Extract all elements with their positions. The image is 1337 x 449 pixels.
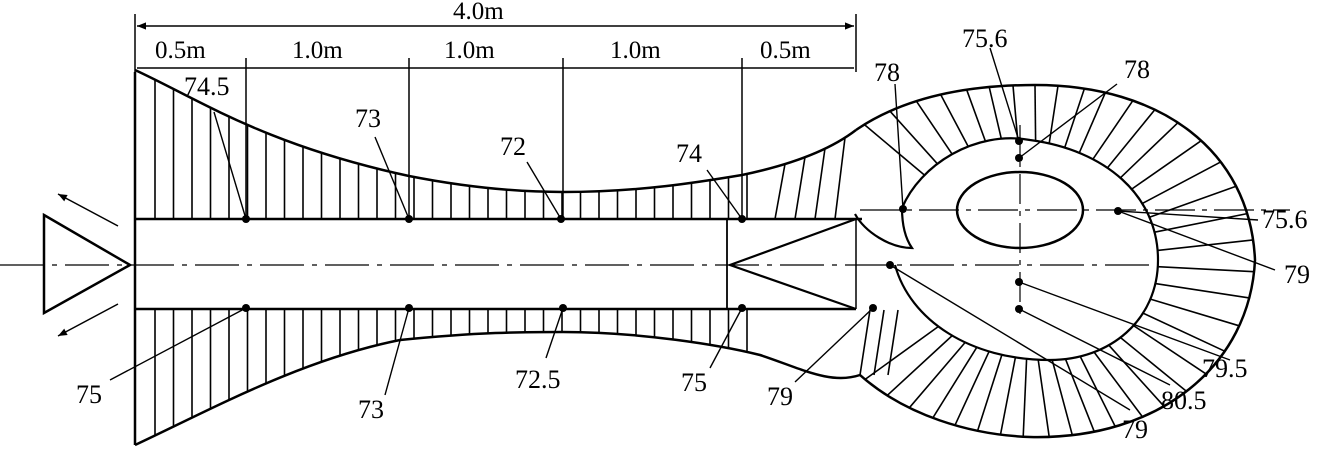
label-79-right: 79 (1284, 260, 1310, 289)
hatch-line (988, 86, 1003, 139)
label-72-5: 72.5 (515, 365, 561, 394)
hatch-line (774, 163, 786, 220)
hatch-line (1092, 100, 1134, 160)
hatch-line (1142, 312, 1226, 352)
hatch-line (794, 156, 806, 220)
label-75-6-right: 75.6 (1262, 205, 1308, 234)
label-80-5: 80.5 (1161, 386, 1207, 415)
hatch-line (1093, 351, 1144, 418)
hatch-line (1119, 336, 1187, 392)
fan-symbol (42, 193, 133, 337)
label-75-6-top: 75.6 (962, 24, 1008, 53)
label-74-5: 74.5 (184, 72, 230, 101)
hatch-line (1157, 265, 1255, 273)
label-78-left: 78 (874, 58, 900, 87)
hatch-line (1141, 161, 1222, 205)
hatch-line (1150, 298, 1240, 327)
hatch-line (1155, 282, 1250, 299)
label-75-left: 75 (76, 380, 102, 409)
hatch-line (814, 148, 826, 220)
label-79-bottom: 79 (767, 382, 793, 411)
hatch-line (864, 325, 939, 381)
hatch-line (886, 335, 953, 396)
dimension-lines (134, 14, 857, 220)
dim-seg-1: 0.5m (155, 37, 206, 64)
hatch-line (859, 309, 871, 376)
hatch-line (954, 351, 990, 426)
hatch-line (863, 123, 926, 176)
hatch-line (1154, 212, 1248, 233)
hatch-line (873, 309, 885, 376)
label-74: 74 (676, 139, 702, 168)
hatch-line (1022, 358, 1028, 437)
hatch-line (1131, 140, 1202, 190)
hatch-line (965, 89, 987, 142)
hatch-line (834, 137, 846, 220)
hatch-line (1078, 92, 1107, 154)
label-72: 72 (500, 132, 526, 161)
hatch-line (1133, 324, 1207, 375)
hatch-line (1108, 344, 1165, 407)
hatch-line (932, 346, 978, 419)
hatch-bottom (154, 309, 899, 436)
hatch-line (1063, 88, 1086, 148)
duct-body (0, 72, 1150, 445)
label-75-bottom: 75 (681, 368, 707, 397)
hatch-line (976, 354, 1003, 432)
dimension-ticks (245, 58, 743, 220)
hatch-line (1064, 358, 1096, 432)
hatch-line (1149, 185, 1237, 219)
hatch-line (939, 94, 969, 147)
hatch-top (154, 79, 846, 220)
pressure-envelope (134, 68, 1290, 447)
label-73-bottom: 73 (358, 395, 384, 424)
label-73-top: 73 (355, 104, 381, 133)
hatch-line (999, 357, 1017, 435)
hatch-line (908, 341, 966, 409)
hatch-line (887, 309, 899, 376)
label-78-right: 78 (1124, 55, 1150, 84)
hatch-line (1079, 356, 1117, 427)
dim-seg-5: 0.5m (760, 37, 811, 64)
leader-lines (109, 47, 1276, 411)
hatch-line (1034, 84, 1037, 141)
hatch-line (1037, 359, 1050, 438)
label-79-lower: 79 (1122, 415, 1148, 444)
hatch-line (1051, 359, 1074, 436)
dim-seg-3: 1.0m (444, 37, 495, 64)
hatch-line (915, 100, 953, 155)
label-79-5: 79.5 (1202, 354, 1248, 383)
hatch-line (1106, 109, 1156, 169)
dim-seg-2: 1.0m (292, 37, 343, 64)
hatch-line (1012, 85, 1019, 139)
dim-total-label: 4.0m (453, 0, 504, 25)
hatch-oval (863, 84, 1255, 438)
hatch-line (1157, 239, 1254, 252)
dim-seg-4: 1.0m (610, 37, 661, 64)
hatch-line (1119, 122, 1179, 179)
